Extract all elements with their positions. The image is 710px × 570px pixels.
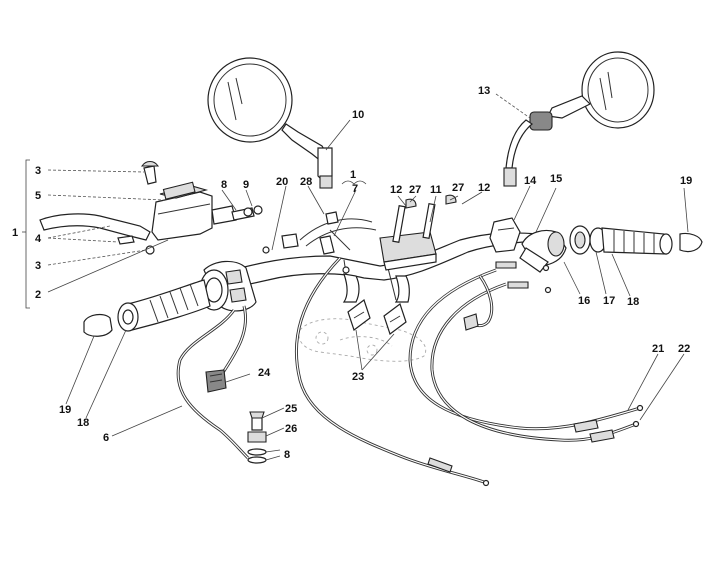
callout-26: 26	[285, 423, 297, 435]
top-clamp	[379, 194, 457, 271]
callout-7: 7	[352, 183, 358, 195]
right-grip	[601, 227, 673, 255]
callout-21: 21	[652, 343, 664, 355]
callout-12-right: 12	[478, 182, 490, 194]
brake-lever	[39, 213, 155, 255]
callout-2: 2	[35, 289, 41, 301]
switch-connector	[205, 369, 227, 393]
brake-master-cylinder	[140, 160, 263, 241]
leader-lines	[47, 93, 689, 461]
callout-27-left: 27	[409, 184, 421, 196]
cable-end-fittings	[427, 261, 644, 487]
right-switch-housing	[489, 217, 521, 253]
callout-15: 15	[550, 173, 562, 185]
callout-14: 14	[524, 175, 537, 187]
handlebar-tube	[209, 232, 552, 303]
callout-23: 23	[352, 371, 364, 383]
callout-17: 17	[603, 295, 615, 307]
right-mirror	[503, 51, 655, 187]
callout-6: 6	[103, 432, 109, 444]
callout-labels: 1 3 5 4 3 2 8 9 20 28 10 1 7 12 27 11 27…	[12, 85, 692, 461]
left-grip	[117, 279, 211, 332]
group-brace-top	[341, 180, 367, 185]
callout-19-left: 19	[59, 404, 71, 416]
callout-16: 16	[578, 295, 590, 307]
riser-clamps	[347, 299, 407, 335]
callout-8-bottom: 8	[284, 449, 290, 461]
callout-1-left: 1	[12, 227, 18, 239]
adjuster-hardware	[247, 411, 267, 464]
callout-18-left: 18	[77, 417, 89, 429]
callout-5: 5	[35, 190, 41, 202]
callout-27-right: 27	[452, 182, 464, 194]
callout-4: 4	[35, 233, 42, 245]
callout-1-top: 1	[350, 169, 356, 181]
callout-8-top: 8	[221, 179, 227, 191]
small-fittings	[262, 211, 350, 274]
callout-24: 24	[258, 367, 271, 379]
callout-3-bottom: 3	[35, 260, 41, 272]
callout-12-left: 12	[390, 184, 402, 196]
callout-19-right: 19	[680, 175, 692, 187]
throttle-assembly	[519, 225, 607, 273]
callout-9: 9	[243, 179, 249, 191]
left-switch-housing	[199, 260, 257, 312]
left-bar-end-weight	[83, 313, 113, 337]
callout-3-top: 3	[35, 165, 41, 177]
group-bracket-left	[22, 159, 30, 309]
callout-18-right: 18	[627, 296, 639, 308]
callout-28: 28	[300, 176, 312, 188]
right-bar-end-weight	[679, 232, 703, 253]
callout-25: 25	[285, 403, 297, 415]
left-mirror	[207, 57, 333, 189]
callout-20: 20	[276, 176, 288, 188]
callout-13: 13	[478, 85, 490, 97]
callout-10: 10	[352, 109, 364, 121]
callout-11: 11	[430, 184, 442, 196]
ghost-frame-outline	[298, 318, 427, 362]
callout-22: 22	[678, 343, 690, 355]
